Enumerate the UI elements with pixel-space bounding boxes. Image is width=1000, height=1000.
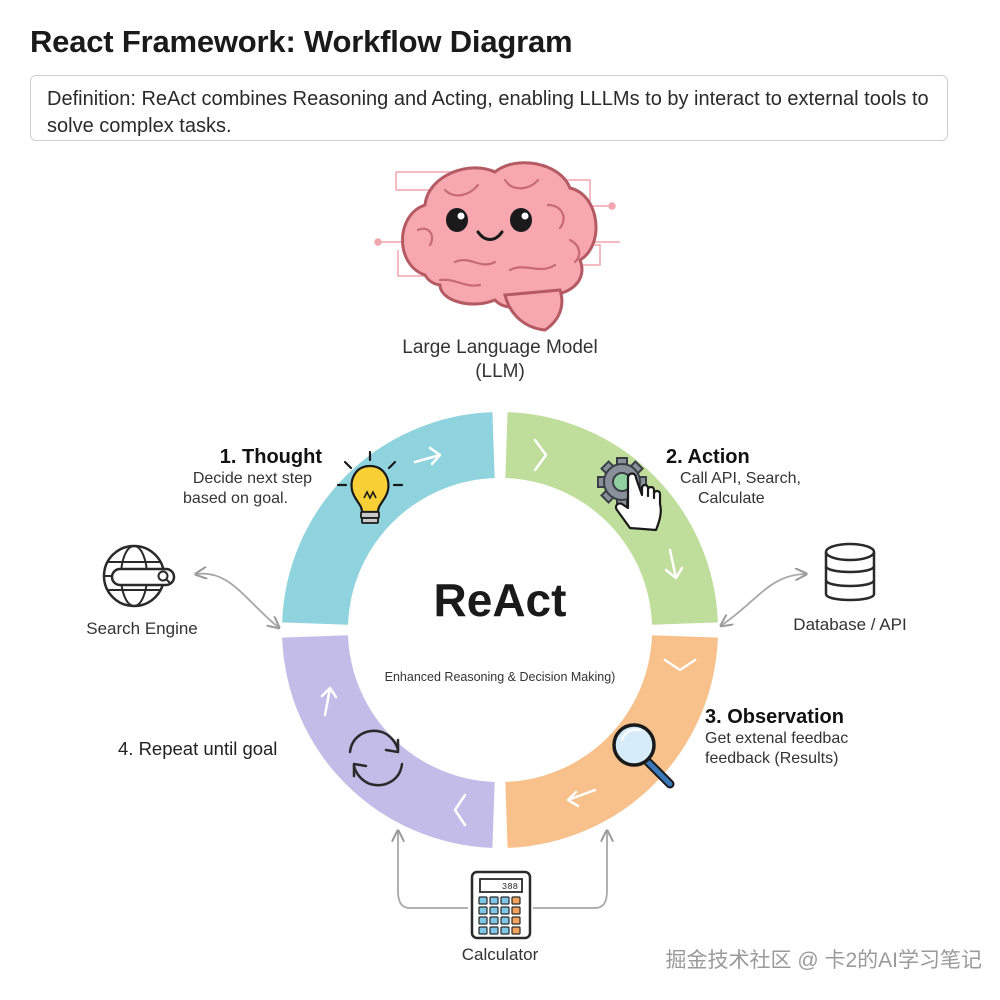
react-center-title: ReAct [433, 574, 567, 626]
calculator-key [511, 916, 521, 925]
calculator-label: Calculator [461, 945, 539, 964]
database-connector [722, 574, 805, 625]
action-chevron [533, 438, 548, 472]
calculator-to-repeat-connector [398, 832, 468, 909]
calculator-key [500, 906, 510, 915]
calculator-key [500, 916, 510, 925]
observation-segment [505, 635, 718, 848]
calculator-key [511, 896, 521, 905]
calculator-key [478, 926, 488, 935]
repeat-label: 4. Repeat until goal [118, 739, 318, 759]
llm-label-line2: (LLM) [475, 361, 525, 382]
repeat-segment [282, 635, 495, 848]
llm-label: Large Language Model (LLM) [360, 336, 640, 384]
observation-label: 3. Observation Get extenal feedbac feedb… [705, 706, 895, 769]
llm-label-line1: Large Language Model [402, 337, 598, 358]
repeat-flow-arrow [320, 686, 338, 717]
thought-segment [282, 412, 495, 625]
action-desc-line1: Call API, Search, [680, 470, 801, 487]
gear-hand-icon [597, 457, 662, 532]
calculator-key [478, 916, 488, 925]
page-title: React Framework: Workflow Diagram [30, 24, 573, 59]
calculator-key [478, 896, 488, 905]
observation-chevron [663, 658, 697, 672]
thought-label: 1. Thought Decide next step based on goa… [150, 446, 350, 509]
calculator-key [500, 896, 510, 905]
definition-box: Definition: ReAct combines Reasoning and… [30, 75, 948, 141]
calculator-key [500, 926, 510, 935]
brain-icon [374, 161, 620, 332]
repeat-title: 4. Repeat until goal [118, 738, 278, 759]
thought-desc-line1: Decide next step [192, 470, 312, 487]
database-icon [824, 542, 876, 602]
search-engine-label: Search Engine [86, 619, 198, 638]
react-center-subtitle: Enhanced Reasoning & Decision Making) [384, 670, 616, 684]
action-title: 2. Action [666, 446, 750, 468]
search-engine-icon [102, 544, 176, 608]
calculator-key [511, 906, 521, 915]
calculator-key [489, 916, 499, 925]
observation-desc-line2: feedback (Results) [705, 750, 839, 767]
thought-title: 1. Thought [219, 446, 322, 468]
calculator-key [478, 906, 488, 915]
magnifier-icon [612, 723, 675, 789]
thought-desc-line2: based on goal. [183, 490, 288, 507]
action-flow-arrow [664, 548, 684, 580]
database-api-label: Database / API [793, 615, 907, 634]
action-label: 2. Action Call API, Search, Calculate [666, 446, 846, 509]
calculator-display: 388 [502, 882, 518, 892]
observation-desc-line1: Get extenal feedbac [705, 730, 849, 747]
action-desc-line2: Calculate [698, 490, 765, 507]
calculator-to-observation-connector [533, 832, 607, 909]
calculator-key [511, 926, 521, 935]
observation-flow-arrow [566, 788, 597, 808]
calculator-key [489, 896, 499, 905]
calculator-key [489, 906, 499, 915]
thought-flow-arrow [413, 446, 442, 466]
action-segment [505, 412, 718, 625]
lightbulb-icon [336, 450, 404, 524]
calculator-key [489, 926, 499, 935]
refresh-icon [348, 729, 404, 787]
calculator-icon: 388 [470, 870, 532, 940]
watermark: 掘金技术社区 @ 卡2的AI学习笔记 [665, 949, 982, 972]
repeat-chevron [453, 793, 467, 827]
observation-title: 3. Observation [705, 706, 844, 728]
search-engine-connector [197, 574, 278, 627]
